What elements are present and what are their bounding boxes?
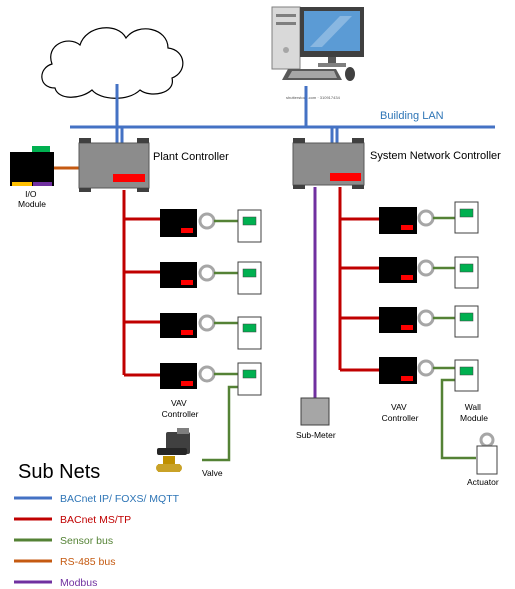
vav-controller[interactable]: [160, 363, 216, 389]
wall-module[interactable]: [454, 305, 479, 338]
vav-controllers-right: [379, 207, 435, 384]
actuator-icon[interactable]: [476, 432, 498, 475]
watermark-text: shutterstock.com · 310917434: [286, 95, 341, 100]
vav-controller[interactable]: [160, 313, 216, 338]
sensor-links-left: [202, 219, 238, 462]
legend-item-label: BACnet MS/TP: [60, 514, 131, 526]
sensor-links-right: [433, 216, 476, 460]
vav-controller[interactable]: [379, 207, 435, 234]
vav-controllers-left: [160, 209, 216, 389]
building-lan-label: Building LAN: [380, 110, 444, 122]
vav-controller[interactable]: [379, 307, 435, 333]
vav-controller[interactable]: [379, 257, 435, 283]
io-module-label: I/O Module: [18, 189, 46, 209]
legend: Sub Nets BACnet IP/ FOXS/ MQTT BACnet MS/…: [14, 461, 180, 589]
desktop-computer-icon: [271, 6, 364, 81]
cloud-icon: [41, 27, 184, 99]
vav-controller[interactable]: [160, 209, 216, 237]
plant-controller-label: Plant Controller: [153, 151, 229, 163]
legend-item-label: BACnet IP/ FOXS/ MQTT: [60, 493, 180, 505]
bacnet-ip-links: [70, 84, 495, 143]
io-module[interactable]: [10, 146, 54, 186]
wall-module[interactable]: [237, 316, 262, 350]
wall-module[interactable]: [454, 256, 479, 289]
wall-module[interactable]: [454, 359, 479, 392]
legend-item-label: RS-485 bus: [60, 556, 115, 568]
wall-module[interactable]: [237, 261, 262, 295]
legend-item-label: Modbus: [60, 577, 97, 589]
system-network-controller[interactable]: [292, 138, 365, 189]
vav-controller[interactable]: [379, 357, 435, 384]
valve-icon[interactable]: [156, 428, 190, 472]
system-network-controller-label: System Network Controller: [370, 150, 501, 162]
wall-modules-right: [454, 201, 479, 392]
plant-controller[interactable]: [78, 138, 150, 192]
legend-title: Sub Nets: [18, 461, 100, 483]
sub-meter[interactable]: [300, 397, 330, 426]
vav-controller[interactable]: [160, 262, 216, 288]
wall-modules-left: [237, 209, 262, 396]
vav-controller-label-left: VAV Controller: [162, 398, 199, 419]
valve-label: Valve: [202, 468, 223, 478]
sub-meter-label: Sub-Meter: [296, 430, 336, 440]
wall-module-label: Wall Module: [460, 402, 488, 423]
legend-item-label: Sensor bus: [60, 535, 113, 547]
vav-controller-label-right: VAV Controller: [382, 402, 419, 423]
wall-module[interactable]: [454, 201, 479, 234]
wall-module[interactable]: [237, 362, 262, 396]
mstp-links: [122, 187, 379, 377]
wall-module[interactable]: [237, 209, 262, 243]
actuator-label: Actuator: [467, 477, 499, 487]
